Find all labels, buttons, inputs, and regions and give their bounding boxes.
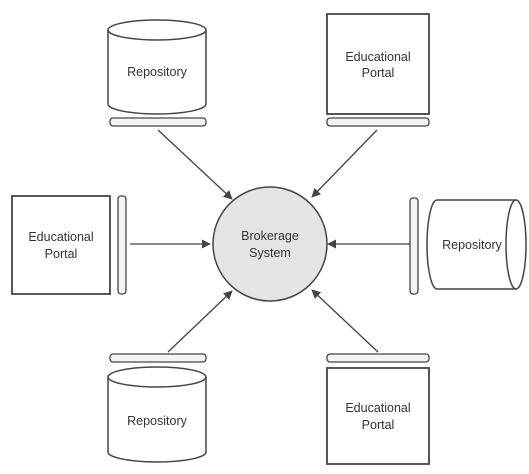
repository-node-mid-right: Repository: [409, 197, 527, 295]
brokerage-system-label-2: System: [249, 246, 291, 260]
repository-label: Repository: [127, 65, 187, 79]
brokerage-system-label-1: Brokerage: [241, 229, 299, 243]
repository-connector: [409, 197, 419, 295]
educational-portal-label-1: Educational: [345, 401, 410, 415]
repository-node-bottom-left: Repository: [107, 353, 207, 463]
repository-cylinder-top: [107, 366, 207, 388]
educational-portal-node-top-right: Educational Portal: [326, 13, 430, 127]
educational-portal-node-mid-left: Educational Portal: [11, 195, 127, 295]
edge-top-left: [157, 129, 233, 200]
educational-portal-connector: [326, 117, 430, 127]
repository-cylinder: [107, 377, 207, 463]
educational-portal-label-1: Educational: [345, 50, 410, 64]
edge-bottom-left: [167, 290, 233, 353]
repository-label: Repository: [127, 414, 187, 428]
educational-portal-connector: [117, 195, 127, 295]
edge-bottom-right: [311, 289, 379, 353]
educational-portal-label-2: Portal: [362, 418, 395, 432]
repository-label: Repository: [442, 238, 502, 252]
repository-cylinder: [426, 199, 517, 290]
repository-cylinder-end: [505, 199, 527, 290]
educational-portal-box: [326, 13, 430, 115]
educational-portal-box: [326, 367, 430, 465]
repository-connector: [109, 117, 207, 127]
repository-connector: [109, 353, 207, 363]
educational-portal-label-2: Portal: [362, 66, 395, 80]
edges: [130, 129, 410, 353]
educational-portal-box: [11, 195, 111, 295]
educational-portal-label-1: Educational: [28, 230, 93, 244]
educational-portal-label-2: Portal: [45, 247, 78, 261]
repository-node-top-left: Repository: [107, 19, 207, 127]
repository-cylinder-top: [107, 19, 207, 41]
brokerage-system-node: Brokerage System: [212, 186, 328, 302]
repository-cylinder: [107, 30, 207, 115]
edge-top-right: [311, 129, 378, 198]
educational-portal-node-bottom-right: Educational Portal: [326, 353, 430, 465]
educational-portal-connector: [326, 353, 430, 363]
brokerage-system-circle: [212, 186, 328, 302]
